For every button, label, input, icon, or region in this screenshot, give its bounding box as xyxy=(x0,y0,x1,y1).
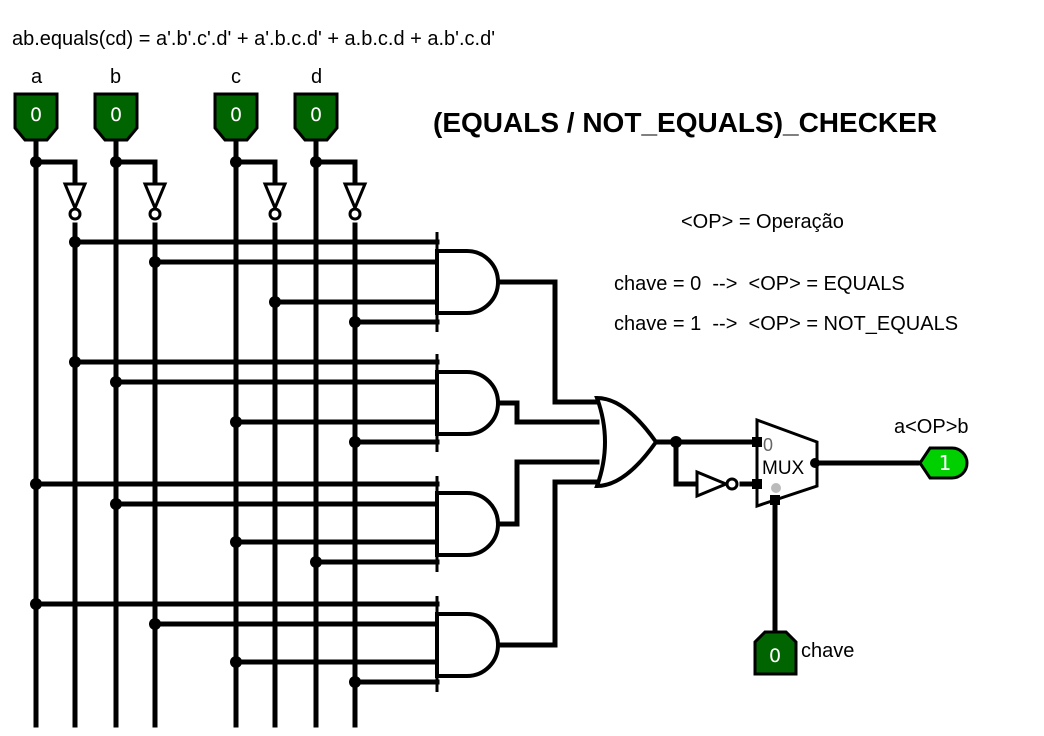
mux-select-indicator xyxy=(771,483,781,493)
and-gate-4 xyxy=(435,612,500,678)
logic-gates xyxy=(62,182,820,692)
wire-33 xyxy=(673,439,697,487)
input-label-b: b xyxy=(110,66,122,88)
chave-1-note: chave = 1 --> <OP> = NOT_EQUALS xyxy=(614,313,959,335)
wire-6 xyxy=(233,159,278,185)
input-label-a: a xyxy=(31,66,43,88)
or-gate xyxy=(594,395,659,489)
output-pin xyxy=(918,446,969,480)
wire-29 xyxy=(494,400,600,425)
input-pin-c xyxy=(213,92,259,142)
mux-input0-label: 0 xyxy=(763,435,774,455)
inverter-3 xyxy=(262,182,288,212)
mux-port-0 xyxy=(752,437,762,447)
junction-dot-2 xyxy=(230,156,242,168)
inverter-1 xyxy=(62,182,88,212)
op-definition-note: <OP> = Operação xyxy=(681,211,844,233)
mux-port-1 xyxy=(752,479,762,489)
input-label-d: d xyxy=(311,66,323,88)
wire-7 xyxy=(313,159,358,185)
junction-dots xyxy=(30,156,682,688)
junction-dot-12 xyxy=(30,478,42,490)
selector-label: chave xyxy=(801,640,855,662)
junction-dot-14 xyxy=(230,536,242,548)
inverter-bubble-3 xyxy=(268,207,282,221)
junction-dot-4 xyxy=(69,236,81,248)
wires xyxy=(33,137,920,728)
io-pins xyxy=(13,92,969,676)
junction-dot-19 xyxy=(349,676,361,688)
inverter-4 xyxy=(342,182,368,212)
input-pin-b xyxy=(93,92,139,142)
input-label-c: c xyxy=(231,66,241,88)
junction-dot-6 xyxy=(269,296,281,308)
inverter-bubble-4 xyxy=(348,207,362,221)
selector-pin xyxy=(753,630,798,676)
wire-4 xyxy=(33,159,78,185)
junction-dot-17 xyxy=(149,618,161,630)
junction-dot-11 xyxy=(349,436,361,448)
junction-dot-8 xyxy=(69,356,81,368)
wire-30 xyxy=(494,459,600,527)
junction-dot-13 xyxy=(110,498,122,510)
and-gate-2 xyxy=(435,370,500,436)
wire-5 xyxy=(113,159,158,185)
junction-dot-1 xyxy=(110,156,122,168)
mux-inverter xyxy=(695,469,730,499)
output-label: a<OP>b xyxy=(894,416,969,438)
input-pin-a xyxy=(13,92,59,142)
mux-body xyxy=(755,417,819,509)
boolean-expression: ab.equals(cd) = a'.b'.c'.d' + a'.b.c.d' … xyxy=(12,28,496,50)
inverter-bubble-1 xyxy=(68,207,82,221)
circuit-title: (EQUALS / NOT_EQUALS)_CHECKER xyxy=(433,107,938,138)
junction-dot-20 xyxy=(670,436,682,448)
junction-dot-0 xyxy=(30,156,42,168)
mux-select-port xyxy=(770,495,780,505)
junction-dot-15 xyxy=(310,556,322,568)
inverter-2 xyxy=(142,182,168,212)
junction-dot-10 xyxy=(230,416,242,428)
junction-dot-5 xyxy=(149,256,161,268)
and-gate-1 xyxy=(435,249,500,315)
chave-0-note: chave = 0 --> <OP> = EQUALS xyxy=(614,273,905,295)
junction-dot-16 xyxy=(30,598,42,610)
junction-dot-3 xyxy=(310,156,322,168)
wire-28 xyxy=(494,279,600,405)
junction-dot-9 xyxy=(110,376,122,388)
input-pin-d xyxy=(293,92,339,142)
mux-output-port xyxy=(810,458,820,468)
mux-label: MUX xyxy=(762,458,805,479)
and-gate-3 xyxy=(435,491,500,557)
inverter-bubble-2 xyxy=(148,207,162,221)
junction-dot-7 xyxy=(349,316,361,328)
mux-inverter-bubble xyxy=(725,477,739,491)
wire-31 xyxy=(494,479,600,648)
junction-dot-18 xyxy=(230,656,242,668)
